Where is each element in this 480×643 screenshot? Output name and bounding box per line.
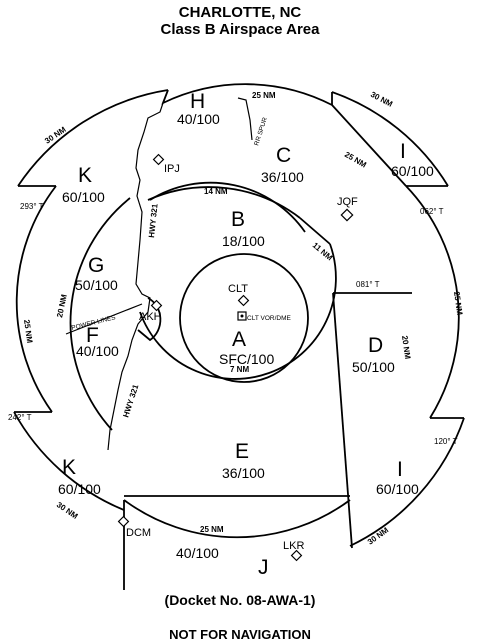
airport-icon — [237, 294, 250, 307]
bearing-label-293: 293° T — [20, 202, 44, 211]
ring-7nm — [179, 253, 309, 383]
ring-14nm-arc — [147, 186, 301, 219]
area-alt-i-se: 60/100 — [376, 481, 419, 497]
label-rr-spur: RR SPUR — [253, 116, 269, 146]
label-hwy321-s: HWY 321 — [121, 383, 140, 419]
label-akh: AKH — [139, 311, 162, 323]
label-ipj: IPJ — [164, 163, 180, 175]
area-alt-i-ne: 60/100 — [391, 163, 434, 179]
area-alt-k-sw: 60/100 — [58, 481, 101, 497]
airport-icon — [340, 208, 354, 222]
ring-label-25nm-ne: 25 NM — [343, 150, 368, 170]
ring-25nm-s — [123, 499, 351, 539]
not-for-navigation: NOT FOR NAVIGATION — [169, 627, 311, 642]
ring-label-30nm-sw: 30 NM — [55, 500, 80, 521]
ring-30nm-sw — [13, 411, 125, 511]
airport-icon — [152, 153, 165, 166]
area-letter-j: J — [258, 556, 269, 579]
ring-30nm-se — [349, 417, 465, 547]
vor-dme-icon — [237, 311, 247, 321]
ring-11nm — [299, 217, 331, 245]
ring-11nm-arc — [139, 243, 337, 380]
ring-25nm-w — [15, 185, 57, 413]
area-alt-e: 36/100 — [222, 465, 265, 481]
area-letter-d: D — [368, 334, 383, 357]
ring-25nm-n — [161, 83, 333, 106]
area-letter-c: C — [276, 144, 291, 167]
area-letter-a: A — [232, 328, 246, 351]
area-alt-k-nw: 60/100 — [62, 189, 105, 205]
area-alt-c: 36/100 — [261, 169, 304, 185]
ring-label-7nm: 7 NM — [230, 365, 249, 374]
area-letter-e: E — [235, 440, 249, 463]
area-alt-a: SFC/100 — [219, 351, 274, 367]
bearing-label-081: 081° T — [356, 280, 380, 289]
area-alt-j: 40/100 — [176, 545, 219, 561]
ring-label-25nm-n: 25 NM — [252, 91, 276, 100]
area-letter-h: H — [190, 90, 205, 113]
akh-lobe — [137, 297, 162, 342]
hwy-321-line — [107, 102, 164, 451]
label-clt-vor: CLT VOR/DME — [247, 315, 291, 322]
power-lines — [65, 303, 143, 335]
area-letter-k-nw: K — [78, 164, 92, 187]
map-title: CHARLOTTE, NC — [178, 4, 302, 21]
label-jqf: JQF — [337, 196, 358, 208]
label-dcm: DCM — [126, 527, 151, 539]
ring-14nm — [149, 181, 306, 233]
ring-label-30nm-se: 30 NM — [366, 525, 391, 546]
rr-spur — [237, 97, 253, 141]
ring-30nm-nw — [17, 89, 169, 187]
airport-icon — [290, 549, 303, 562]
boundary-e-se — [332, 292, 353, 549]
label-clt: CLT — [228, 283, 248, 295]
area-alt-h: 40/100 — [177, 111, 220, 127]
boundary-062-inner — [331, 104, 407, 187]
ring-20nm-w — [69, 197, 131, 431]
airport-icon — [117, 515, 130, 528]
airport-icon — [150, 299, 163, 312]
area-alt-g: 50/100 — [75, 277, 118, 293]
area-letter-i-ne: I — [400, 140, 406, 163]
bearing-label-242: 242° T — [8, 413, 32, 422]
map-subtitle: Class B Airspace Area — [160, 21, 320, 38]
area-letter-i-se: I — [397, 458, 403, 481]
area-alt-f: 40/100 — [76, 343, 119, 359]
ring-label-25nm-s: 25 NM — [200, 525, 224, 534]
area-letter-f: F — [86, 324, 99, 347]
area-alt-d: 50/100 — [352, 359, 395, 375]
label-hwy321-n: HWY 321 — [147, 203, 160, 238]
bearing-label-062: 062° T — [420, 207, 444, 216]
ring-label-25nm-e: 25 NM — [452, 291, 464, 316]
ring-label-25nm-w: 25 NM — [22, 319, 34, 344]
ring-label-14nm: 14 NM — [204, 187, 228, 196]
area-alt-b: 18/100 — [222, 233, 265, 249]
docket-number: (Docket No. 08-AWA-1) — [164, 592, 316, 608]
bearing-label-120: 120° T — [434, 437, 458, 446]
ring-30nm-ne — [331, 91, 449, 187]
area-letter-g: G — [88, 254, 104, 277]
ring-label-30nm-ne: 30 NM — [369, 90, 394, 109]
area-letter-b: B — [231, 208, 245, 231]
ring-label-20nm-e: 20 NM — [400, 335, 412, 360]
label-lkr: LKR — [283, 540, 304, 552]
ring-25nm-e — [405, 185, 460, 419]
ring-label-20nm-w: 20 NM — [55, 293, 69, 318]
area-letter-k-sw: K — [62, 456, 76, 479]
